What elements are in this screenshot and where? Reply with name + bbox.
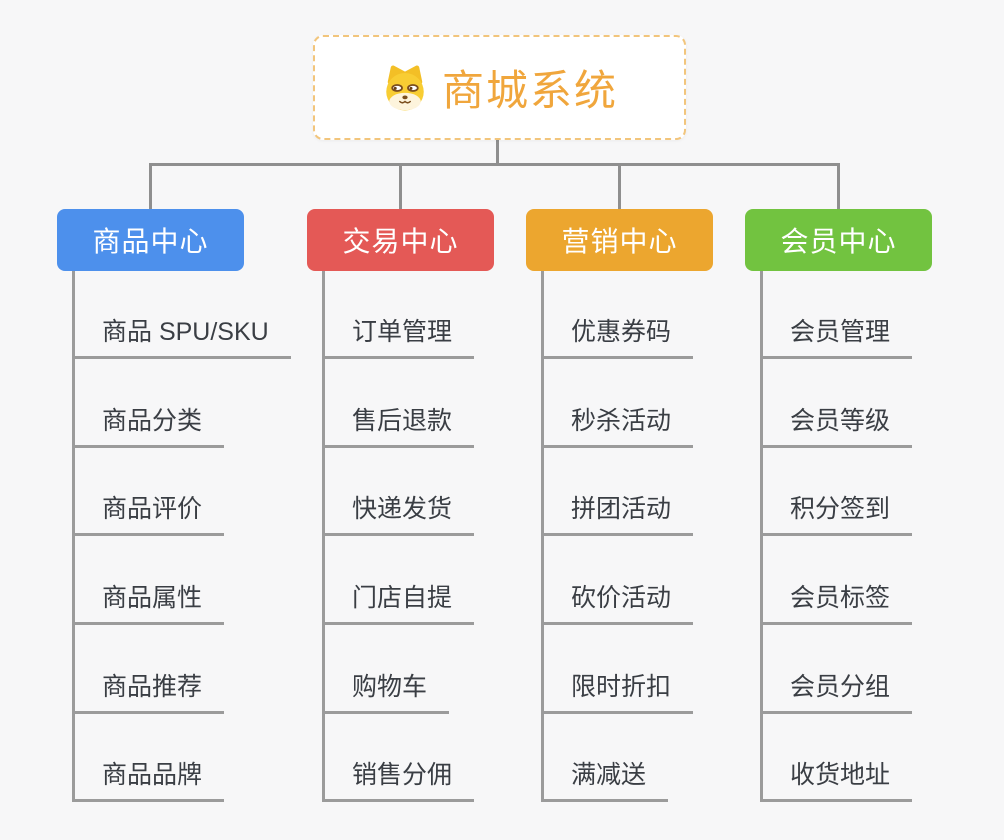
leaf-node[interactable]: 拼团活动 [541, 491, 694, 536]
connector-drop-1 [149, 163, 152, 209]
leaf-node[interactable]: 会员管理 [760, 314, 913, 359]
connector-bus [149, 163, 840, 166]
root-node[interactable]: 商城系统 [313, 35, 686, 140]
leaf-node[interactable]: 会员标签 [760, 580, 913, 625]
leaf-node[interactable]: 销售分佣 [322, 757, 475, 802]
leaf-node[interactable]: 商品属性 [72, 580, 225, 625]
branch-column-products: 商品中心 商品 SPU/SKU 商品分类 商品评价 商品属性 商品推荐 商品品牌 [57, 209, 291, 802]
root-title: 商城系统 [441, 67, 618, 114]
leaf-node[interactable]: 会员等级 [760, 403, 913, 448]
branch-node-trade[interactable]: 交易中心 [307, 209, 494, 271]
leaf-node[interactable]: 优惠券码 [541, 314, 694, 359]
leaf-node[interactable]: 购物车 [322, 669, 450, 714]
branch-column-trade: 交易中心 订单管理 售后退款 快递发货 门店自提 购物车 销售分佣 [307, 209, 494, 802]
leaf-node[interactable]: 门店自提 [322, 580, 475, 625]
dog-face-icon [381, 64, 429, 112]
branch-node-products[interactable]: 商品中心 [57, 209, 244, 271]
leaf-node[interactable]: 收货地址 [760, 757, 913, 802]
leaf-node[interactable]: 商品 SPU/SKU [72, 314, 291, 359]
leaf-node[interactable]: 商品品牌 [72, 757, 225, 802]
leaf-node[interactable]: 商品推荐 [72, 669, 225, 714]
leaf-node[interactable]: 会员分组 [760, 669, 913, 714]
connector-root-drop [496, 138, 499, 166]
branch-node-members[interactable]: 会员中心 [745, 209, 932, 271]
branch-column-members: 会员中心 会员管理 会员等级 积分签到 会员标签 会员分组 收货地址 [745, 209, 932, 802]
leaf-node[interactable]: 砍价活动 [541, 580, 694, 625]
branch-trunk-line [322, 271, 325, 802]
branch-node-marketing[interactable]: 营销中心 [526, 209, 713, 271]
leaf-node[interactable]: 秒杀活动 [541, 403, 694, 448]
branch-trunk-line [72, 271, 75, 802]
connector-drop-2 [399, 163, 402, 209]
leaf-node[interactable]: 商品分类 [72, 403, 225, 448]
leaf-node[interactable]: 商品评价 [72, 491, 225, 536]
leaf-node[interactable]: 积分签到 [760, 491, 913, 536]
connector-drop-4 [837, 163, 840, 209]
branch-trunk-line [541, 271, 544, 802]
branch-column-marketing: 营销中心 优惠券码 秒杀活动 拼团活动 砍价活动 限时折扣 满减送 [526, 209, 713, 802]
leaf-node[interactable]: 售后退款 [322, 403, 475, 448]
branch-trunk-line [760, 271, 763, 802]
leaf-node[interactable]: 满减送 [541, 757, 669, 802]
leaf-node[interactable]: 订单管理 [322, 314, 475, 359]
leaf-node[interactable]: 快递发货 [322, 491, 475, 536]
connector-drop-3 [618, 163, 621, 209]
leaf-node[interactable]: 限时折扣 [541, 669, 694, 714]
